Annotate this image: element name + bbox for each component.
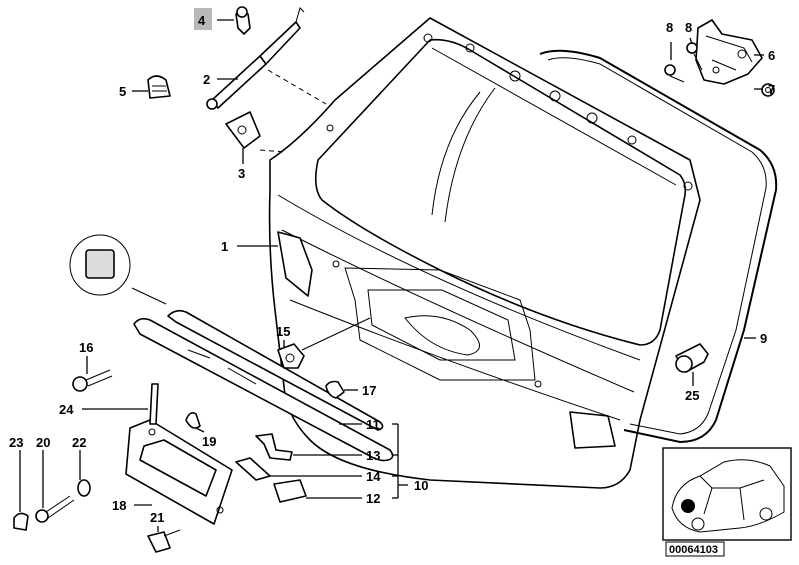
callout-18: 18 bbox=[112, 498, 126, 513]
tailgate-seal bbox=[539, 49, 778, 444]
callout-21: 21 bbox=[150, 510, 164, 525]
callout-15: 15 bbox=[276, 324, 290, 339]
callout-5: 5 bbox=[119, 84, 126, 99]
expanding-rivet-19 bbox=[185, 412, 201, 429]
ball-stud-4 bbox=[235, 6, 251, 35]
callout-8a: 8 bbox=[666, 20, 673, 35]
callout-4-highlight bbox=[194, 8, 212, 30]
callout-17: 17 bbox=[362, 383, 376, 398]
callout-14: 14 bbox=[366, 469, 381, 484]
handle-strip bbox=[133, 309, 394, 462]
callout-7: 7 bbox=[768, 82, 775, 97]
nut-7 bbox=[761, 83, 775, 97]
callout-23: 23 bbox=[9, 435, 23, 450]
switch-15 bbox=[277, 343, 305, 369]
callout-13: 13 bbox=[366, 448, 380, 463]
tailgate-seal-inner bbox=[547, 57, 767, 435]
drawing-number-box bbox=[665, 541, 725, 557]
locator-marker bbox=[681, 499, 695, 513]
cover-14 bbox=[235, 457, 271, 481]
screw-8a bbox=[664, 64, 685, 83]
callout-24: 24 bbox=[59, 402, 74, 417]
drawing-number: 00064103 bbox=[669, 544, 718, 556]
hinge bbox=[695, 19, 763, 85]
bracket-3 bbox=[225, 111, 261, 149]
cable-13 bbox=[255, 433, 293, 461]
sample-color-swatch bbox=[69, 234, 167, 305]
strut-guide-line bbox=[267, 69, 327, 105]
screw-21 bbox=[147, 529, 181, 553]
callout-25: 25 bbox=[685, 388, 699, 403]
buffer-25 bbox=[675, 343, 709, 373]
plug-17 bbox=[325, 380, 345, 399]
screw-16 bbox=[72, 369, 113, 392]
callout-1: 1 bbox=[221, 239, 228, 254]
clip-5 bbox=[147, 75, 171, 99]
callout-6: 6 bbox=[768, 48, 775, 63]
locator-inset bbox=[662, 447, 792, 541]
washer-22 bbox=[77, 479, 91, 497]
leader-lines bbox=[19, 19, 764, 532]
gas-strut bbox=[206, 7, 305, 110]
strut-guide-line-2 bbox=[259, 149, 287, 153]
cap-12 bbox=[273, 479, 307, 503]
callout-20: 20 bbox=[36, 435, 50, 450]
callout-3: 3 bbox=[238, 166, 245, 181]
callout-16: 16 bbox=[79, 340, 93, 355]
callout-8b: 8 bbox=[685, 20, 692, 35]
callout-19: 19 bbox=[202, 434, 216, 449]
cap-23 bbox=[13, 512, 29, 531]
callout-4: 4 bbox=[198, 13, 206, 28]
callout-9: 9 bbox=[760, 331, 767, 346]
callout-labels: 4 2 5 3 1 8 8 6 7 9 25 15 16 17 24 11 19… bbox=[9, 8, 775, 525]
plate-base bbox=[125, 419, 233, 525]
callout-22: 22 bbox=[72, 435, 86, 450]
callout-10: 10 bbox=[414, 478, 428, 493]
tailgate bbox=[268, 17, 701, 489]
seal-24 bbox=[149, 383, 159, 425]
callout-12: 12 bbox=[366, 491, 380, 506]
bolt-20 bbox=[35, 495, 75, 523]
callout-2: 2 bbox=[203, 72, 210, 87]
switch-15-link bbox=[301, 317, 371, 351]
callout-11: 11 bbox=[366, 417, 380, 432]
